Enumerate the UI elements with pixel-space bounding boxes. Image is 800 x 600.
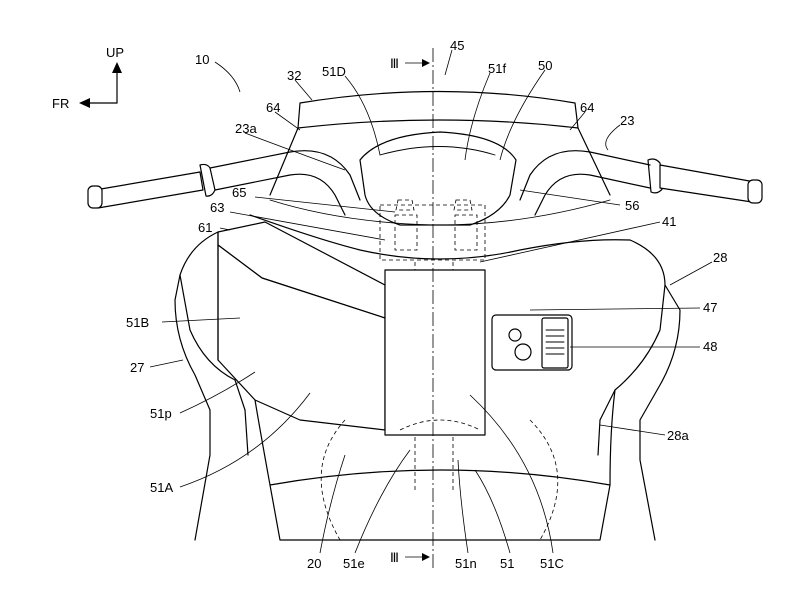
label-41: 41 — [662, 214, 676, 229]
leader-lines — [149, 49, 713, 554]
label-28a: 28a — [667, 428, 689, 443]
label-51p: 51p — [150, 406, 172, 421]
label-51n: 51n — [455, 556, 477, 571]
reference-labels: 10 32 51D Ⅲ 45 51f 50 64 64 23 23a 65 63… — [126, 38, 727, 571]
label-23a: 23a — [235, 121, 257, 136]
label-64-right: 64 — [580, 100, 594, 115]
label-51C: 51C — [540, 556, 564, 571]
handlebar — [87, 150, 763, 216]
front-cover — [217, 221, 486, 436]
label-48: 48 — [703, 339, 717, 354]
switch-panel — [491, 314, 573, 371]
label-51B: 51B — [126, 315, 149, 330]
label-64-left: 64 — [266, 100, 280, 115]
label-III-top: Ⅲ — [390, 56, 399, 71]
fr-label: FR — [52, 96, 69, 111]
label-32: 32 — [287, 68, 301, 83]
label-III-bottom: Ⅲ — [390, 550, 399, 565]
centre-line — [405, 48, 434, 570]
label-51D: 51D — [322, 64, 346, 79]
up-label: UP — [106, 45, 124, 60]
label-50: 50 — [538, 58, 552, 73]
label-10: 10 — [195, 52, 209, 67]
label-61: 61 — [198, 220, 212, 235]
label-23: 23 — [620, 113, 634, 128]
side-cowls — [174, 231, 681, 541]
label-51e: 51e — [343, 556, 365, 571]
windscreen — [269, 90, 611, 196]
label-51: 51 — [500, 556, 514, 571]
label-63: 63 — [210, 200, 224, 215]
label-51A: 51A — [150, 480, 173, 495]
label-27: 27 — [130, 360, 144, 375]
label-45: 45 — [450, 38, 464, 53]
meter-housing — [359, 131, 517, 226]
label-20: 20 — [307, 556, 321, 571]
label-65: 65 — [232, 185, 246, 200]
label-28: 28 — [713, 250, 727, 265]
label-47: 47 — [703, 300, 717, 315]
direction-indicator: UP FR — [52, 45, 124, 111]
label-51f: 51f — [488, 61, 506, 76]
label-56: 56 — [625, 198, 639, 213]
